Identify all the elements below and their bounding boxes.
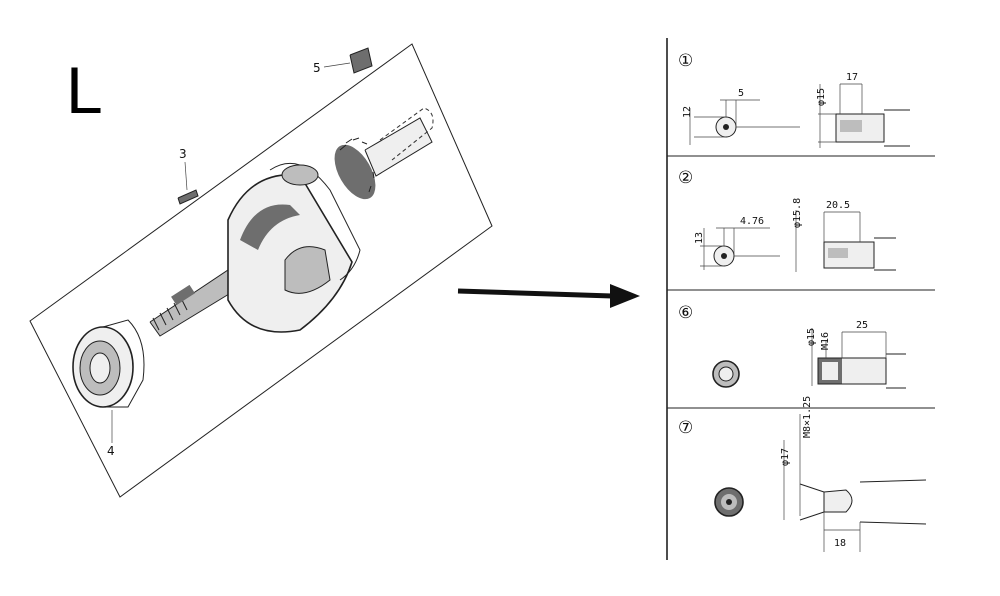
exploded-view-frame [29, 43, 493, 498]
detail-6-index: ⑥ [678, 303, 693, 323]
detail-2: ② 13 4.76 φ15.8 20.5 [678, 168, 896, 272]
detail-2-index: ② [678, 168, 693, 188]
leader-5 [323, 62, 351, 68]
callout-3: 3 [179, 147, 187, 161]
detail-1: ① 12 5 φ15 17 [678, 51, 910, 148]
woodruff-key-3 [177, 189, 199, 205]
detail-7: ⑦ φ17 M8×1.25 18 [678, 396, 927, 552]
detail-7-index: ⑦ [678, 418, 693, 438]
detail-1-dim-length: 17 [846, 72, 858, 83]
section-letter: L [66, 53, 103, 127]
detail-2-dim-diameter: φ15.8 [792, 198, 803, 228]
crankshaft [149, 107, 434, 337]
detail-6-dim-diameter: φ15 [806, 328, 817, 346]
detail-2-dim-height: 13 [694, 232, 705, 244]
detail-1-index: ① [678, 51, 693, 71]
detail-6-dim-length: 25 [856, 320, 868, 331]
arrow-right-icon [457, 284, 640, 308]
callout-4: 4 [107, 444, 115, 458]
detail-1-dim-height: 12 [682, 106, 693, 118]
detail-7-dim-diameter: φ17 [780, 448, 791, 466]
detail-panel [666, 38, 935, 560]
detail-6-dim-thread: M16 [820, 332, 831, 350]
detail-7-dim-thread: M8×1.25 [802, 396, 813, 438]
detail-6: ⑥ φ15 M16 25 [678, 303, 906, 389]
ball-bearing [72, 319, 145, 408]
detail-7-dim-length: 18 [834, 538, 846, 549]
callout-5: 5 [313, 61, 321, 75]
key-5 [349, 47, 373, 74]
detail-1-dim-offset: 5 [738, 88, 744, 99]
leader-3 [184, 161, 188, 191]
detail-2-dim-length: 20.5 [826, 200, 850, 211]
detail-2-dim-offset: 4.76 [740, 216, 764, 227]
detail-1-dim-diameter: φ15 [816, 88, 827, 106]
